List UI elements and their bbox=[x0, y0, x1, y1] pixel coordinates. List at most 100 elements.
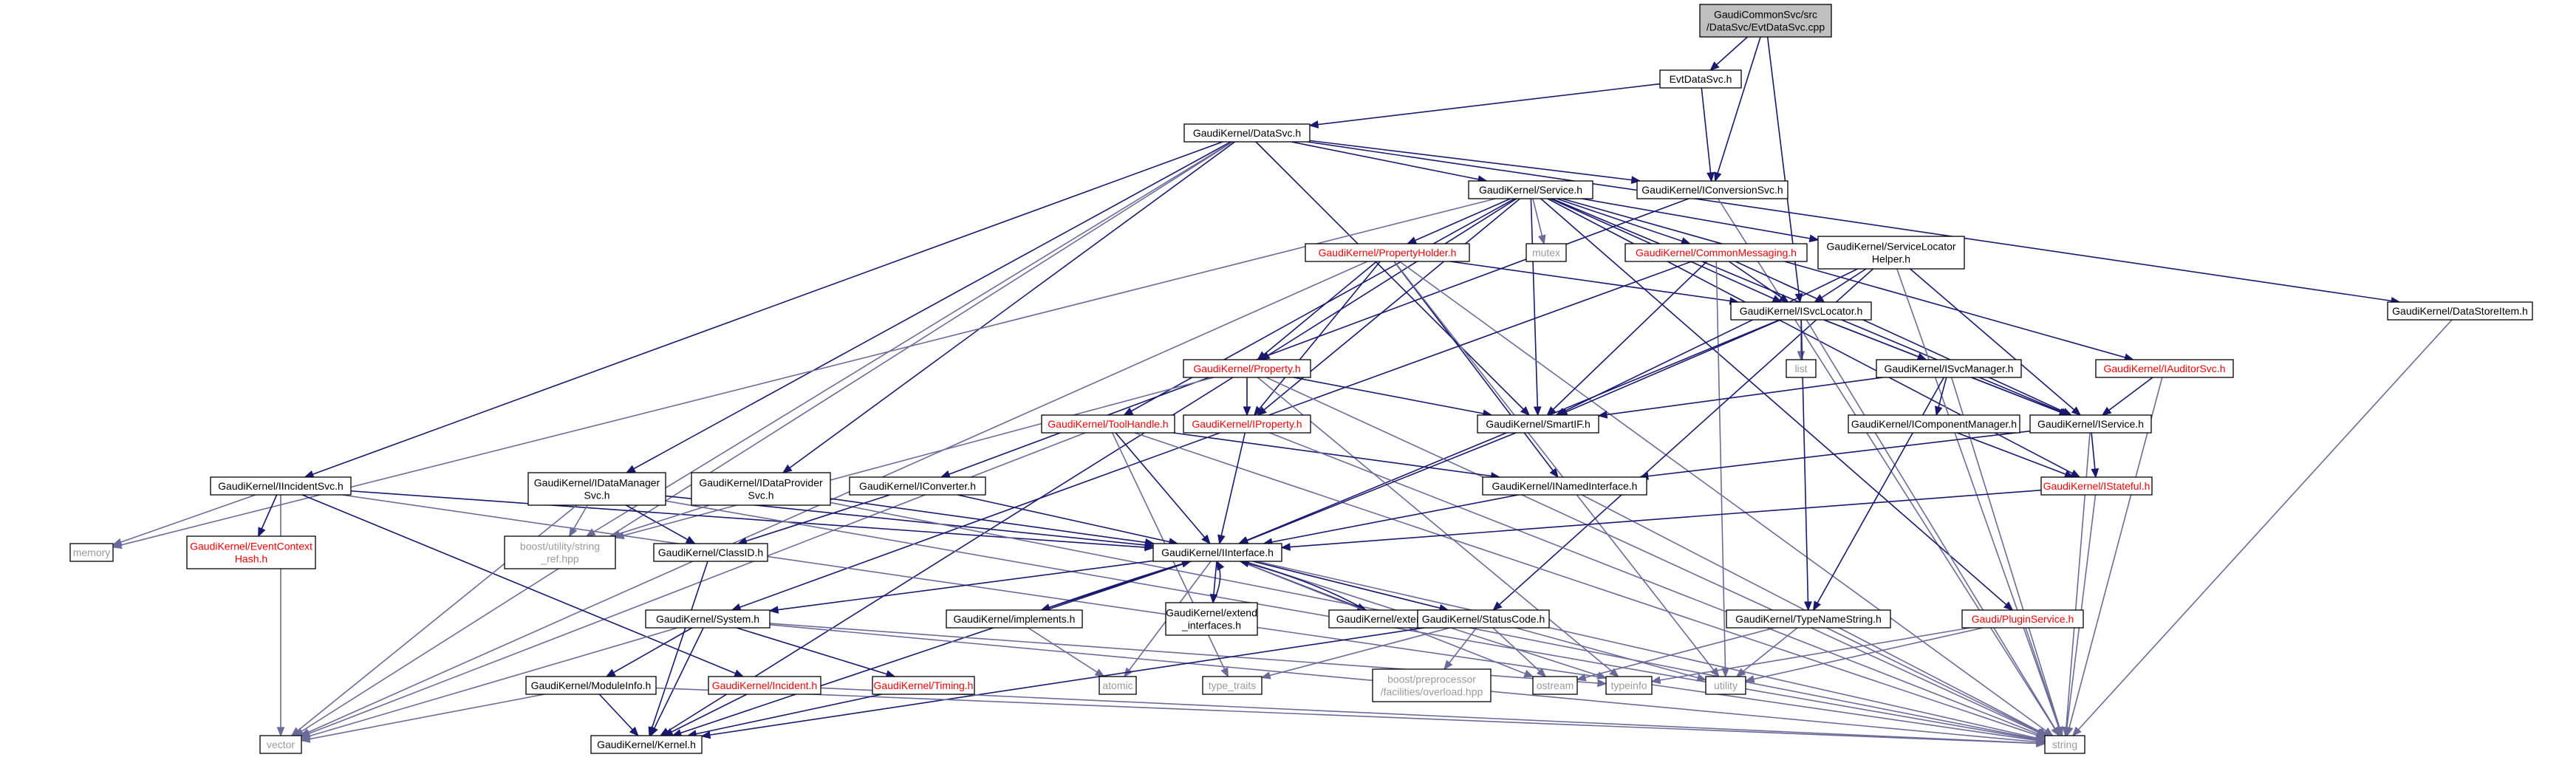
node-label: GaudiKernel/ISvcLocator.h bbox=[1740, 305, 1863, 317]
edge-line bbox=[2065, 432, 2091, 736]
node-istateful[interactable]: GaudiKernel/IStateful.h bbox=[2040, 476, 2153, 496]
node-overload[interactable]: boost/preprocessor/facilities/overload.h… bbox=[1372, 668, 1492, 702]
node-box bbox=[1605, 676, 1653, 695]
node-label: type_traits bbox=[1209, 679, 1257, 691]
edge-iincidentsvc-to-iincident bbox=[301, 494, 745, 677]
node-implements[interactable]: GaudiKernel/implements.h bbox=[946, 609, 1083, 629]
node-box bbox=[69, 543, 114, 562]
node-datastoreitem[interactable]: GaudiKernel/DataStoreItem.h bbox=[2387, 301, 2533, 321]
edge-line bbox=[1265, 377, 2046, 736]
edge-extendinterfaces-to-iinterface bbox=[1212, 560, 1225, 603]
node-pluginservice[interactable]: Gaudi/PluginService.h bbox=[1961, 609, 2084, 629]
node-kernel[interactable]: GaudiKernel/Kernel.h bbox=[590, 735, 703, 754]
node-box bbox=[259, 735, 302, 754]
node-classid[interactable]: GaudiKernel/ClassID.h bbox=[653, 543, 768, 562]
node-smartif[interactable]: GaudiKernel/SmartIF.h bbox=[1477, 414, 1599, 434]
node-label: list bbox=[1794, 363, 1807, 374]
node-box bbox=[1817, 236, 1965, 270]
edge-arrowhead bbox=[1538, 234, 1546, 245]
node-box bbox=[1183, 123, 1311, 143]
edge-propertyholder-to-property bbox=[1257, 261, 1377, 361]
edge-line bbox=[1558, 319, 1781, 416]
node-moduleinfo[interactable]: GaudiKernel/ModuleInfo.h bbox=[525, 676, 657, 695]
edge-arrowhead bbox=[2091, 468, 2100, 479]
node-system[interactable]: GaudiKernel/System.h bbox=[645, 609, 771, 629]
node-vector[interactable]: vector bbox=[259, 735, 302, 754]
edge-service-to-iproperty bbox=[1257, 198, 1520, 417]
node-service[interactable]: GaudiKernel/Service.h bbox=[1468, 180, 1593, 199]
node-stringref[interactable]: boost/utility/string_ref.hpp bbox=[504, 535, 616, 569]
node-mutex[interactable]: mutex bbox=[1526, 243, 1567, 262]
node-iservice[interactable]: GaudiKernel/IService.h bbox=[2029, 414, 2152, 434]
node-root[interactable]: GaudiCommonSvc/src/DataSvc/EvtDataSvc.cp… bbox=[1699, 4, 1832, 38]
node-extendinterfaces[interactable]: GaudiKernel/extend_interfaces.h bbox=[1165, 602, 1258, 636]
node-list[interactable]: list bbox=[1786, 359, 1817, 378]
node-label: GaudiKernel/IService.h bbox=[2037, 418, 2144, 430]
edge-arrowhead bbox=[1220, 667, 1229, 678]
node-isvcmanager[interactable]: GaudiKernel/ISvcManager.h bbox=[1876, 359, 2022, 378]
node-iauditorsvc[interactable]: GaudiKernel/IAuditorSvc.h bbox=[2095, 359, 2234, 378]
node-box bbox=[1526, 243, 1567, 262]
node-isvclocator[interactable]: GaudiKernel/ISvcLocator.h bbox=[1730, 301, 1872, 321]
node-label: GaudiKernel/IDataProvider bbox=[699, 477, 823, 489]
node-inamedinterface[interactable]: GaudiKernel/INamedInterface.h bbox=[1482, 476, 1647, 496]
edge-datasvc-to-service bbox=[1291, 141, 1488, 184]
node-iincident[interactable]: GaudiKernel/Incident.h bbox=[708, 676, 821, 695]
node-box bbox=[1305, 243, 1470, 262]
edge-arrowhead bbox=[1609, 668, 1619, 678]
edge-line bbox=[1173, 432, 1500, 478]
edge-line bbox=[1281, 489, 2042, 549]
node-iproperty[interactable]: GaudiKernel/IProperty.h bbox=[1183, 414, 1311, 434]
edge-iproperty-to-iinterface bbox=[1217, 432, 1246, 545]
node-iinterface[interactable]: GaudiKernel/IInterface.h bbox=[1152, 543, 1282, 562]
node-typenamestring[interactable]: GaudiKernel/TypeNameString.h bbox=[1726, 609, 1891, 629]
edge-arrowhead bbox=[2036, 739, 2046, 747]
edge-toolhandle-to-iinterface bbox=[1115, 432, 1211, 545]
node-memory[interactable]: memory bbox=[69, 543, 114, 562]
node-timing[interactable]: GaudiKernel/Timing.h bbox=[872, 676, 975, 695]
node-box bbox=[1165, 602, 1258, 636]
node-iincidentsvc[interactable]: GaudiKernel/IIncidentSvc.h bbox=[210, 476, 352, 496]
node-box bbox=[691, 472, 831, 506]
node-atomic[interactable]: atomic bbox=[1099, 676, 1137, 695]
node-iconverter[interactable]: GaudiKernel/IConverter.h bbox=[849, 476, 986, 496]
node-commonmessaging[interactable]: GaudiKernel/CommonMessaging.h bbox=[1624, 243, 1808, 262]
node-propertyholder[interactable]: GaudiKernel/PropertyHolder.h bbox=[1305, 243, 1470, 262]
node-typeinfo[interactable]: typeinfo bbox=[1605, 676, 1653, 695]
edge-statuscode-to-ostream bbox=[1492, 627, 1547, 678]
edge-arrowhead bbox=[2063, 726, 2071, 737]
edge-arrowhead bbox=[731, 603, 742, 612]
edge-line bbox=[738, 494, 890, 544]
edge-isvcmanager-to-smartif bbox=[1597, 377, 1884, 419]
node-utility[interactable]: utility bbox=[1705, 676, 1746, 695]
edge-typenamestring-to-string bbox=[1826, 627, 2048, 736]
node-label: GaudiKernel/extends.h bbox=[1336, 613, 1441, 625]
edge-line bbox=[1717, 198, 2060, 736]
node-property[interactable]: GaudiKernel/Property.h bbox=[1183, 359, 1311, 378]
edge-arrowhead bbox=[1536, 668, 1547, 678]
node-toolhandle[interactable]: GaudiKernel/ToolHandle.h bbox=[1041, 414, 1175, 434]
node-statuscode[interactable]: GaudiKernel/StatusCode.h bbox=[1417, 609, 1550, 629]
node-label: GaudiKernel/System.h bbox=[656, 613, 759, 625]
node-string[interactable]: string bbox=[2044, 735, 2085, 754]
node-label: mutex bbox=[1532, 247, 1560, 259]
node-ostream[interactable]: ostream bbox=[1532, 676, 1578, 695]
edge-datasvc-to-iconversionsvc bbox=[1309, 140, 1641, 184]
edge-line bbox=[1805, 319, 2060, 736]
edge-line bbox=[663, 694, 748, 736]
node-icomponentmanager[interactable]: GaudiKernel/IComponentManager.h bbox=[1848, 414, 2020, 434]
node-evtdatasvc[interactable]: EvtDataSvc.h bbox=[1659, 69, 1742, 89]
edge-arrowhead bbox=[276, 727, 285, 737]
edge-isvcmanager-to-icomponentmanager bbox=[1934, 377, 1947, 417]
node-datasvc[interactable]: GaudiKernel/DataSvc.h bbox=[1183, 123, 1311, 143]
edge-system-to-timing bbox=[736, 627, 896, 678]
edge-line bbox=[1530, 198, 1539, 416]
edge-service-to-mutex bbox=[1532, 198, 1546, 245]
node-iconversionsvc[interactable]: GaudiKernel/IConversionSvc.h bbox=[1636, 180, 1788, 199]
node-typetraits[interactable]: type_traits bbox=[1202, 676, 1263, 695]
node-box bbox=[1624, 243, 1808, 262]
